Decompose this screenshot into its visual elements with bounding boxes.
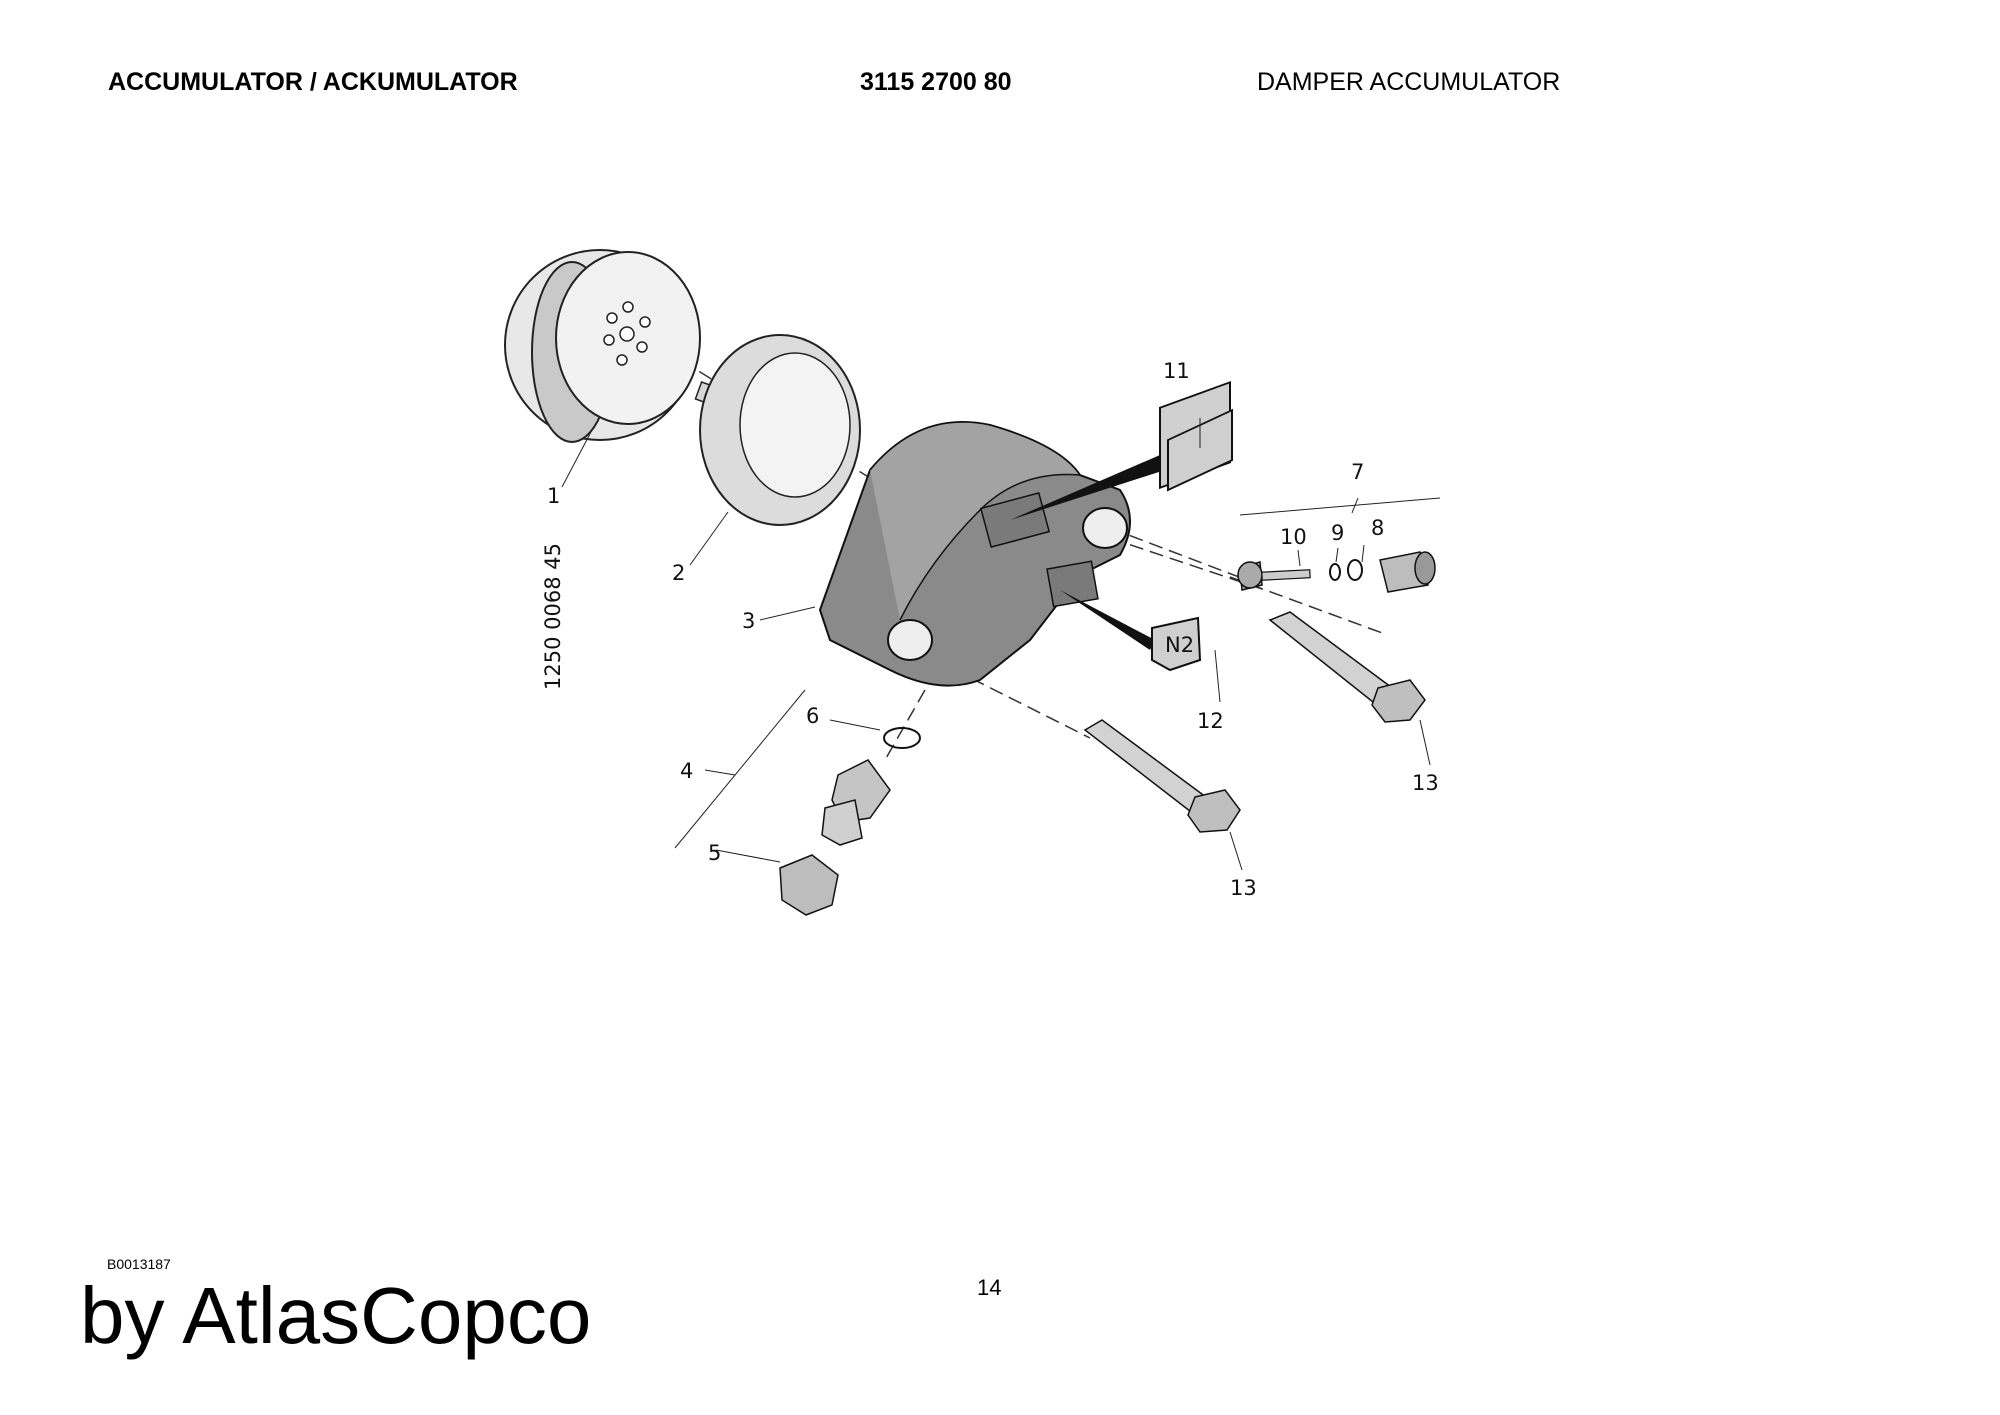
n2-label-text: N2: [1165, 633, 1194, 657]
callout-5: 5: [708, 841, 721, 865]
valve-assembly: [1237, 551, 1436, 593]
callout-7: 7: [1351, 460, 1364, 484]
brand-logo-text: by AtlasCopco: [80, 1271, 592, 1360]
page-number: 14: [977, 1275, 1002, 1300]
callout-11: 11: [1163, 359, 1190, 383]
callout-6: 6: [806, 704, 819, 728]
callout-1: 1: [547, 484, 560, 508]
page-title: ACCUMULATOR / ACKUMULATOR: [108, 68, 518, 96]
part-number: 3115 2700 80: [860, 68, 1012, 96]
callout-9: 9: [1331, 521, 1344, 545]
callout-8: 8: [1371, 516, 1384, 540]
warning-label: [1010, 380, 1233, 520]
callout-13-right: 13: [1412, 771, 1439, 795]
callout-4: 4: [680, 759, 693, 783]
callout-10: 10: [1280, 525, 1307, 549]
n2-label: N2: [1060, 590, 1202, 672]
callout-3: 3: [742, 609, 755, 633]
bolts: [1083, 611, 1426, 833]
leader-lines: [561, 418, 1441, 871]
pulley-part: [504, 249, 750, 443]
accumulator-housing: [818, 421, 1131, 687]
fitting-assembly: [779, 727, 921, 916]
callout-2: 2: [672, 561, 685, 585]
document-code: B0013187: [107, 1256, 171, 1272]
callout-12: 12: [1197, 709, 1224, 733]
callout-13-lower: 13: [1230, 876, 1257, 900]
diaphragm-part: [699, 334, 861, 526]
assembly-name: DAMPER ACCUMULATOR: [1257, 68, 1561, 96]
drawing-code: 1250 0068 45: [541, 543, 565, 690]
